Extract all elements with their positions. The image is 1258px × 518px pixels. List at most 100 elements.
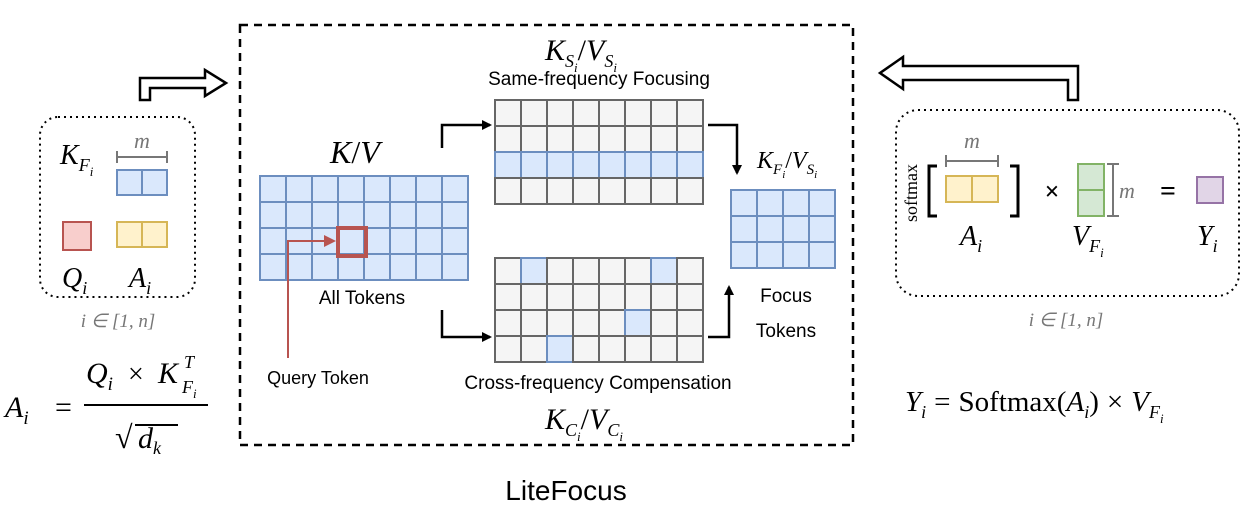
token-cell [546, 125, 574, 153]
token-cell [730, 189, 758, 217]
token-cell [808, 215, 836, 243]
token-cell [808, 241, 836, 269]
svg-text:×: × [128, 359, 144, 390]
same-freq-math: KSi/VSi [544, 34, 617, 75]
cross-freq-grid [494, 257, 704, 363]
svg-text:=: = [55, 391, 72, 424]
svg-text:√: √ [115, 419, 133, 455]
token-cell [598, 309, 626, 337]
token-cell [520, 335, 548, 363]
token-cell [756, 241, 784, 269]
m-width-bracket [116, 151, 168, 163]
token-cell [782, 241, 810, 269]
q-label: Qi [62, 263, 87, 298]
token-cell [598, 177, 626, 205]
token-cell [650, 125, 678, 153]
token-cell [572, 309, 600, 337]
arrow-same-to-focus [708, 123, 742, 175]
token-cell [676, 283, 704, 311]
cross-freq-label: Cross-frequency Compensation [464, 373, 731, 394]
token-cell [363, 253, 391, 281]
token-cell [494, 283, 522, 311]
kf-label: KFi [59, 140, 94, 179]
token-cell [624, 283, 652, 311]
token-cell [756, 215, 784, 243]
token-cell [363, 201, 391, 229]
token-cell [598, 257, 626, 285]
token-cell [546, 283, 574, 311]
token-cell [337, 227, 365, 255]
token-cell [624, 177, 652, 205]
left-panel-frame [39, 116, 196, 298]
all-tokens-label: All Tokens [319, 288, 405, 309]
token-cell [311, 253, 339, 281]
token-cell [572, 151, 600, 179]
token-cell [389, 175, 417, 203]
hollow-arrow-right [138, 67, 229, 102]
token-cell [415, 253, 443, 281]
token-cell [572, 125, 600, 153]
token-cell [650, 335, 678, 363]
token-cell [415, 227, 443, 255]
token-cell [650, 257, 678, 285]
token-cell [441, 227, 469, 255]
kf-cells [116, 169, 168, 196]
token-cell [259, 227, 287, 255]
token-cell [598, 151, 626, 179]
token-cell [676, 177, 704, 205]
token-cell [650, 99, 678, 127]
svg-text:dk: dk [138, 422, 162, 458]
cross-freq-math: KCi/VCi [544, 403, 623, 444]
softmax-bracket [927, 164, 1020, 218]
all-tokens-grid [259, 175, 469, 281]
token-cell [676, 99, 704, 127]
token-cell [311, 175, 339, 203]
a-cells [116, 221, 168, 248]
token-cell [520, 125, 548, 153]
m-side-bracket [1107, 163, 1119, 217]
token-cell [546, 99, 574, 127]
token-cell [494, 309, 522, 337]
token-cell [546, 177, 574, 205]
ai-label: Ai [958, 221, 982, 256]
m-top-bracket [945, 155, 999, 167]
token-cell [572, 257, 600, 285]
token-cell [546, 335, 574, 363]
token-cell [441, 175, 469, 203]
token-cell [546, 257, 574, 285]
token-cell [389, 253, 417, 281]
token-cell [782, 215, 810, 243]
token-cell [520, 151, 548, 179]
token-cell [650, 177, 678, 205]
token-cell [520, 99, 548, 127]
token-cell [730, 241, 758, 269]
query-token-arrow [287, 235, 336, 358]
a-label: Ai [127, 263, 151, 298]
token-cell [624, 257, 652, 285]
token-cell [285, 175, 313, 203]
m-width-label: m [134, 128, 150, 153]
focus-label-line1: Focus [760, 286, 812, 307]
yi-cell [1196, 176, 1224, 204]
equals-sign: = [1160, 176, 1176, 207]
token-cell [285, 253, 313, 281]
token-cell [624, 99, 652, 127]
token-cell [598, 335, 626, 363]
right-range: i ∈ [1, n] [1029, 310, 1104, 331]
center-frame [238, 23, 855, 447]
token-cell [259, 253, 287, 281]
token-cell [782, 189, 810, 217]
token-cell [494, 257, 522, 285]
diagram-title: LiteFocus [505, 475, 626, 506]
token-cell [546, 309, 574, 337]
ai-cells [945, 175, 999, 203]
token-cell [285, 201, 313, 229]
token-cell [650, 151, 678, 179]
m-side-label: m [1119, 178, 1135, 203]
svg-text:Qi: Qi [86, 357, 113, 395]
token-cell [441, 201, 469, 229]
query-token-highlight [336, 226, 368, 258]
vf-label: VFi [1072, 221, 1104, 260]
token-cell [546, 151, 574, 179]
token-cell [494, 99, 522, 127]
